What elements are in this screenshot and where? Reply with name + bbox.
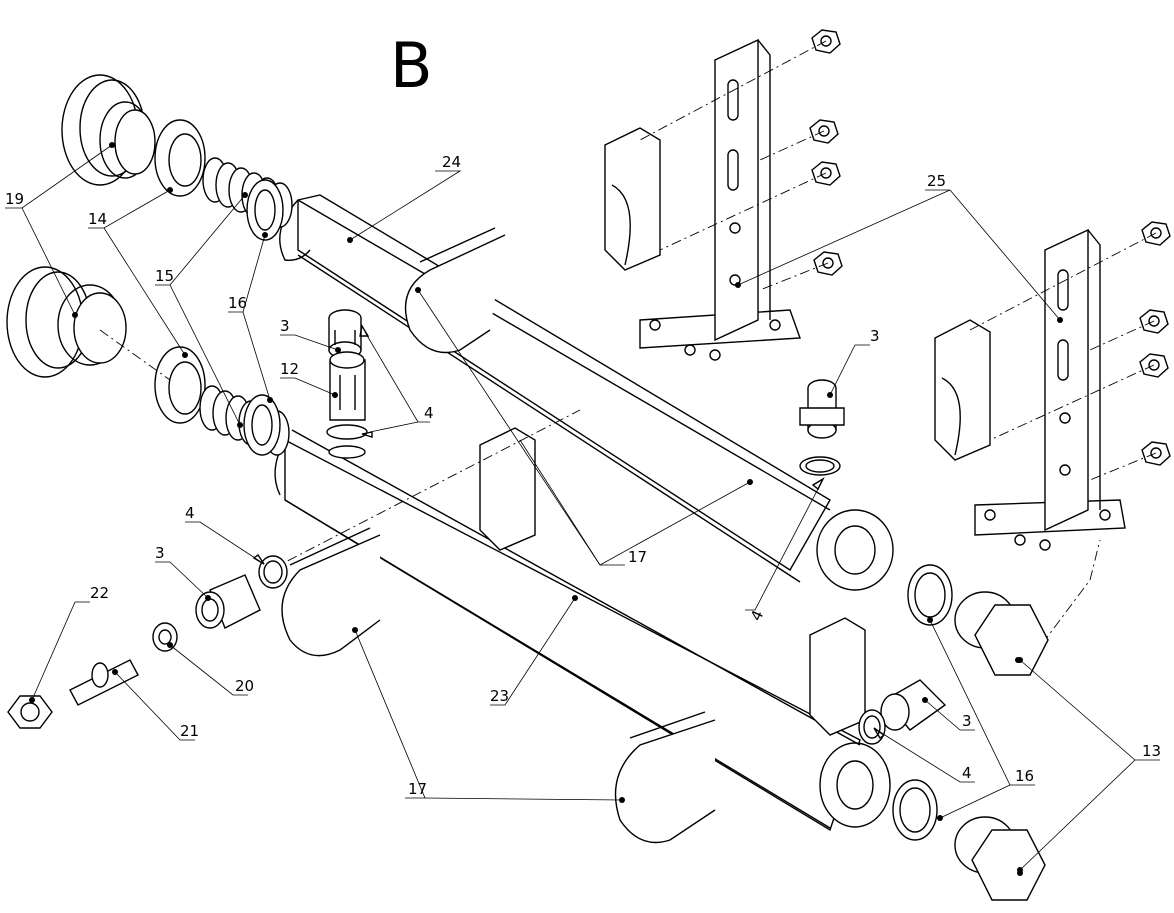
callout-3-left: 3 <box>155 544 165 562</box>
nut-6 <box>1139 309 1169 334</box>
cap-nut-22 <box>7 695 53 729</box>
callout-13: 13 <box>1142 742 1161 760</box>
seal-ring-4-vertical <box>326 424 368 459</box>
callout-25: 25 <box>927 172 946 190</box>
callout-4-lower-right: 4 <box>962 764 972 782</box>
callout-4-connector: 4 <box>424 404 434 422</box>
callout-19: 19 <box>5 190 24 208</box>
saddle-clamp-upper <box>604 127 661 271</box>
nut-4 <box>813 251 843 276</box>
nut-2 <box>809 119 839 144</box>
callout-16-right: 16 <box>1015 767 1034 785</box>
upper-flange-19 <box>61 74 156 186</box>
callout-4-left: 4 <box>185 504 195 522</box>
callout-3-upper-right: 3 <box>870 327 880 345</box>
callout-17-middle: 17 <box>628 548 647 566</box>
upper-flange-14 <box>154 119 206 197</box>
gasket-16-right-upper <box>907 564 953 626</box>
lower-flange-14 <box>154 346 206 424</box>
lower-pipe-23 <box>274 429 891 832</box>
saddle-clamp-right <box>934 319 991 461</box>
lower-gasket-16 <box>243 394 281 456</box>
nut-7 <box>1139 353 1169 378</box>
plug-13-upper <box>954 591 1049 676</box>
fitting-3-upper-right <box>799 379 845 439</box>
saddle-clamp-lower-right <box>809 617 866 736</box>
callout-24: 24 <box>442 153 461 171</box>
callout-15: 15 <box>155 267 174 285</box>
lower-flange-19 <box>6 266 127 378</box>
nut-3 <box>811 161 841 186</box>
callout-21: 21 <box>180 722 199 740</box>
nut-20 <box>152 622 178 652</box>
callout-12: 12 <box>280 360 299 378</box>
callout-4-upper-right: 4 <box>747 607 767 623</box>
u-bolt-17-lower-right <box>614 711 716 844</box>
callout-16-upper-left: 16 <box>228 294 247 312</box>
support-bracket-25-left <box>639 38 801 361</box>
seal-ring-4-upper-right <box>799 456 841 476</box>
fitting-3-upper-connector <box>328 309 362 359</box>
upper-gasket-16 <box>246 179 284 241</box>
fitting-3-left <box>195 574 261 629</box>
callout-22: 22 <box>90 584 109 602</box>
callout-3-connector: 3 <box>280 317 290 335</box>
u-bolt-17-upper <box>404 227 506 354</box>
callout-3-lower-right: 3 <box>962 712 972 730</box>
callout-17-lower: 17 <box>408 780 427 798</box>
view-letter: B <box>390 29 433 102</box>
pin-21 <box>69 659 139 706</box>
nut-8 <box>1141 441 1171 466</box>
callout-14: 14 <box>88 210 107 228</box>
plug-13-lower <box>954 816 1046 901</box>
saddle-clamp-lower-left <box>479 427 536 551</box>
u-bolt-17-lower-left <box>281 527 381 657</box>
seal-ring-4-lower-right <box>858 709 886 745</box>
seal-ring-4-left <box>258 555 288 589</box>
fitting-3-lower-right <box>880 679 947 731</box>
callout-20: 20 <box>235 677 254 695</box>
callout-23: 23 <box>490 687 509 705</box>
connector-12 <box>329 351 366 421</box>
gasket-16-right-lower <box>892 779 938 841</box>
support-bracket-25-right <box>974 228 1126 551</box>
